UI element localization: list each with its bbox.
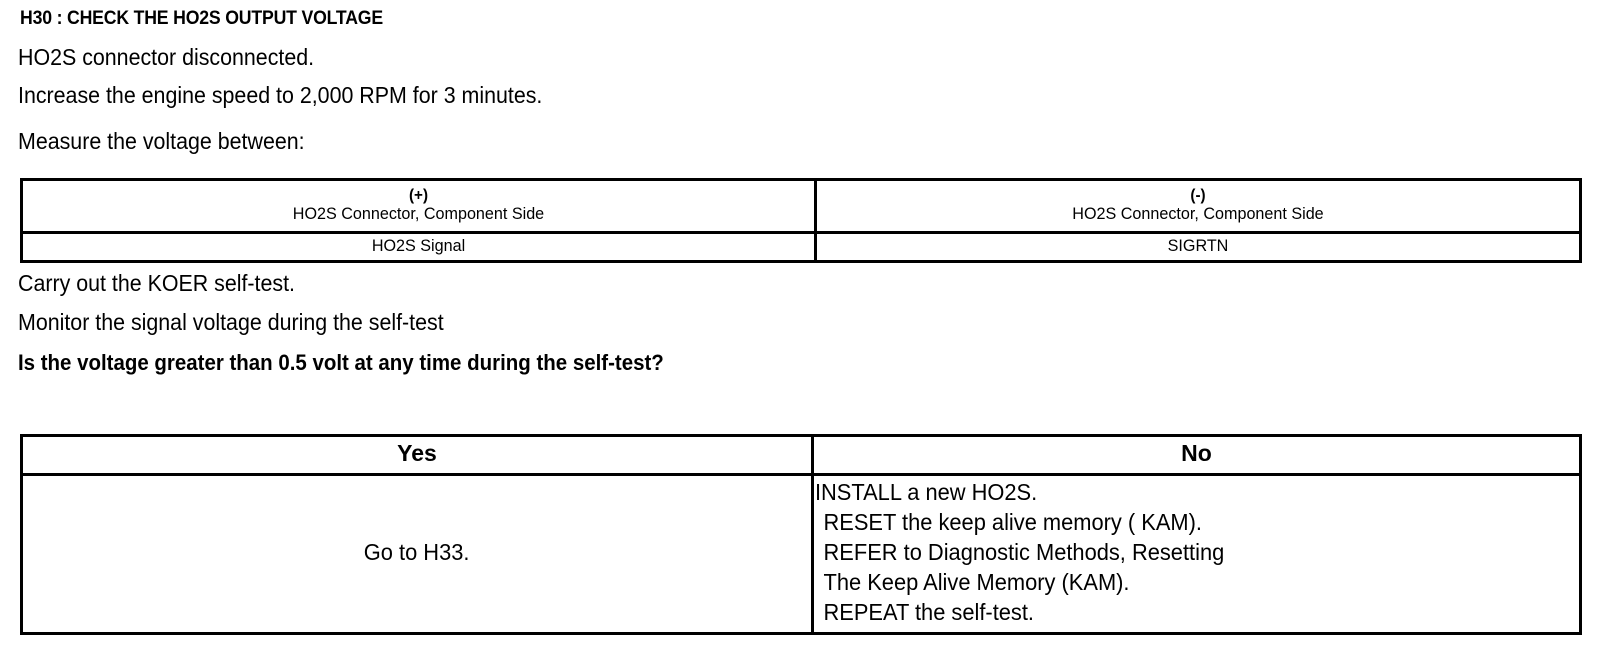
table-row-probe-header: (+) HO2S Connector, Component Side (-) H… [20,178,1582,234]
polarity-negative-label: (-) [1190,186,1206,204]
post-table-line-1: Carry out the KOER self-test. [18,270,295,296]
list-item: REPEAT the self-test. [823,599,1034,625]
list-item: REFER to Diagnostic Methods, Resetting [823,539,1225,565]
table-row-decision-body: Go to H33. INSTALL a new HO2S. RESET the… [20,473,1582,635]
decision-yes-cell[interactable]: Go to H33. [20,473,814,635]
list-item: RESET the keep alive memory ( KAM). [823,509,1202,535]
decision-no-cell[interactable]: INSTALL a new HO2S. RESET the keep alive… [811,473,1582,635]
decision-header-no: No [811,434,1582,476]
table-row-decision-header: Yes No [20,434,1582,476]
polarity-positive-label: (+) [409,186,428,204]
intro-line-1: HO2S connector disconnected. [18,44,315,70]
probe-positive-pin: HO2S Signal [371,236,466,255]
probe-negative-location: HO2S Connector, Component Side [1072,203,1324,223]
intro-line-3: Measure the voltage between: [18,128,305,154]
decision-question: Is the voltage greater than 0.5 volt at … [18,350,664,375]
probe-negative-pin-cell: SIGRTN [814,231,1582,263]
decision-header-yes: Yes [20,434,814,476]
table-row-probe-pins: HO2S Signal SIGRTN [20,231,1582,263]
list-item: The Keep Alive Memory (KAM). [823,569,1130,595]
probe-measurement-table: (+) HO2S Connector, Component Side (-) H… [20,178,1582,263]
list-item: INSTALL a new HO2S. [814,479,1038,505]
decision-yes-action: Go to H33. [364,538,470,565]
probe-positive-pin-cell: HO2S Signal [20,231,817,263]
probe-negative-header-cell: (-) HO2S Connector, Component Side [814,178,1582,234]
page-title: H30 : CHECK THE HO2S OUTPUT VOLTAGE [20,8,383,29]
probe-positive-location: HO2S Connector, Component Side [292,203,545,223]
yes-no-decision-table: Yes No Go to H33. INSTALL a new HO2S. RE… [20,434,1582,635]
no-action-list: INSTALL a new HO2S. RESET the keep alive… [814,477,1579,627]
intro-line-2: Increase the engine speed to 2,000 RPM f… [18,82,543,108]
probe-negative-pin: SIGRTN [1167,236,1229,255]
post-table-line-2: Monitor the signal voltage during the se… [18,309,444,335]
probe-positive-header-cell: (+) HO2S Connector, Component Side [20,178,817,234]
